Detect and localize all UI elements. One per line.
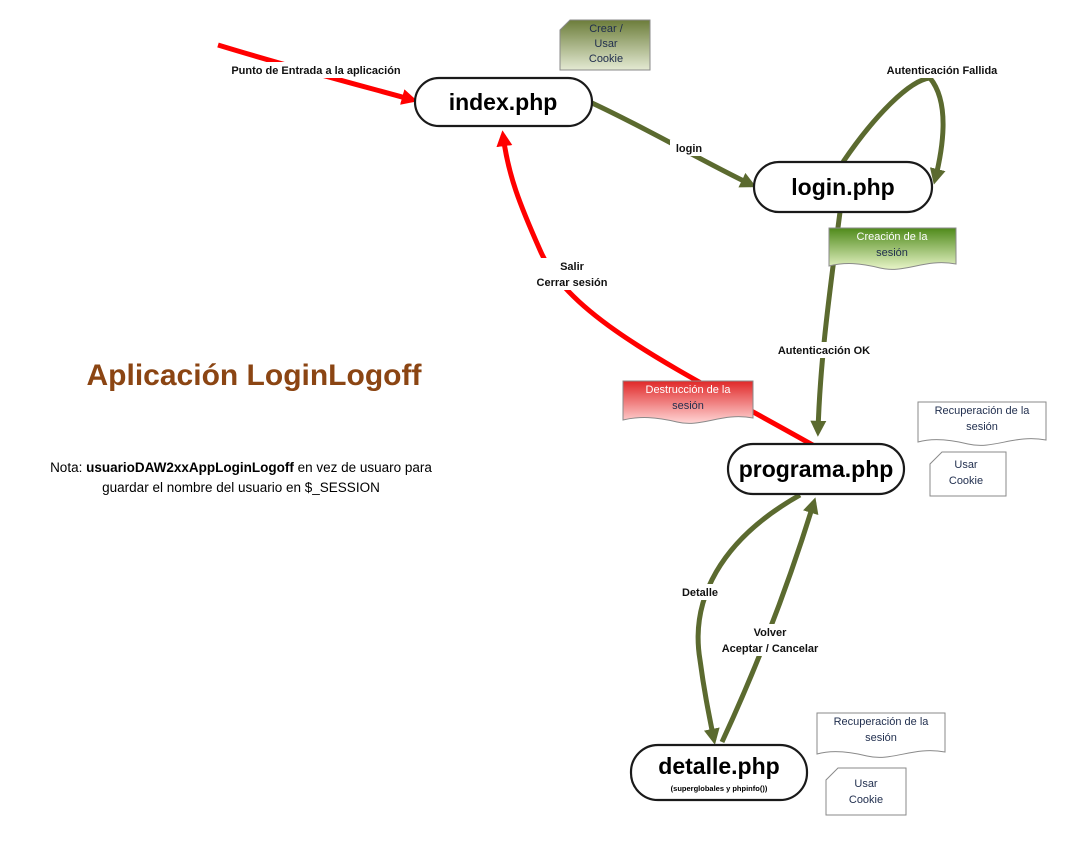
- svg-text:Creación de la: Creación de la: [857, 231, 929, 243]
- note-line1-rest: en vez de usuaro para: [294, 460, 433, 475]
- doc-usar-cookie-2: Usar Cookie: [825, 767, 907, 816]
- svg-text:sesión: sesión: [966, 421, 998, 433]
- svg-text:sesión: sesión: [672, 400, 704, 412]
- volver-label-1: Volver: [754, 627, 788, 639]
- doc-destruccion-sesion: Destrucción de la sesión: [622, 380, 754, 424]
- node-login-label: login.php: [791, 174, 894, 200]
- svg-text:sesión: sesión: [865, 732, 897, 744]
- doc-usar-cookie-1: Usar Cookie: [929, 451, 1007, 497]
- node-detalle-sublabel: (superglobales y phpinfo()): [671, 784, 768, 793]
- svg-text:Cookie: Cookie: [849, 794, 883, 806]
- entry-label: Punto de Entrada a la aplicación: [231, 65, 401, 77]
- svg-text:Recuperación de la: Recuperación de la: [834, 716, 930, 728]
- svg-text:sesión: sesión: [876, 247, 908, 259]
- node-index: index.php: [413, 76, 594, 128]
- doc-creacion-sesion: Creación de la sesión: [828, 227, 957, 270]
- svg-text:Crear /: Crear /: [589, 23, 624, 35]
- page-title: Aplicación LoginLogoff: [87, 359, 423, 392]
- svg-text:Usar: Usar: [854, 778, 878, 790]
- detalle-label: Detalle: [682, 587, 718, 599]
- volver-label-2: Aceptar / Cancelar: [722, 643, 819, 655]
- doc-recuperacion-sesion-2: Recuperación de la sesión: [816, 712, 946, 758]
- svg-text:Usar: Usar: [954, 459, 978, 471]
- volver-arrow: [719, 497, 819, 744]
- auth-fail-arrow: [840, 75, 946, 185]
- detalle-arrow: [695, 492, 802, 745]
- node-detalle-label: detalle.php: [658, 753, 779, 779]
- svg-text:Destrucción de la: Destrucción de la: [646, 384, 732, 396]
- svg-text:Recuperación de la: Recuperación de la: [935, 405, 1031, 417]
- note-line2: guardar el nombre del usuario en $_SESSI…: [102, 480, 380, 495]
- note-bold: usuarioDAW2xxAppLoginLogoff: [86, 460, 294, 475]
- note-prefix: Nota:: [50, 460, 86, 475]
- doc-recuperacion-sesion-1: Recuperación de la sesión: [917, 401, 1047, 446]
- salir-label-1: Salir: [560, 261, 585, 273]
- node-detalle: detalle.php (superglobales y phpinfo()): [629, 743, 809, 802]
- node-index-label: index.php: [449, 89, 558, 115]
- svg-text:Nota: usuarioDAW2xxAppLoginLog: Nota: usuarioDAW2xxAppLoginLogoff en vez…: [50, 460, 432, 475]
- node-programa-label: programa.php: [739, 456, 894, 482]
- svg-text:Cookie: Cookie: [949, 475, 983, 487]
- auth-ok-label: Autenticación OK: [778, 345, 870, 357]
- auth-fail-label: Autenticación Fallida: [887, 65, 999, 77]
- svg-text:Usar: Usar: [594, 38, 618, 50]
- login-label: login: [676, 143, 703, 155]
- doc-crear-cookie: Crear / Usar Cookie: [559, 19, 651, 71]
- node-login: login.php: [752, 160, 934, 214]
- salir-label-2: Cerrar sesión: [537, 277, 608, 289]
- svg-text:Cookie: Cookie: [589, 53, 623, 65]
- node-programa: programa.php: [726, 442, 906, 496]
- note: Nota: usuarioDAW2xxAppLoginLogoff en vez…: [50, 460, 432, 495]
